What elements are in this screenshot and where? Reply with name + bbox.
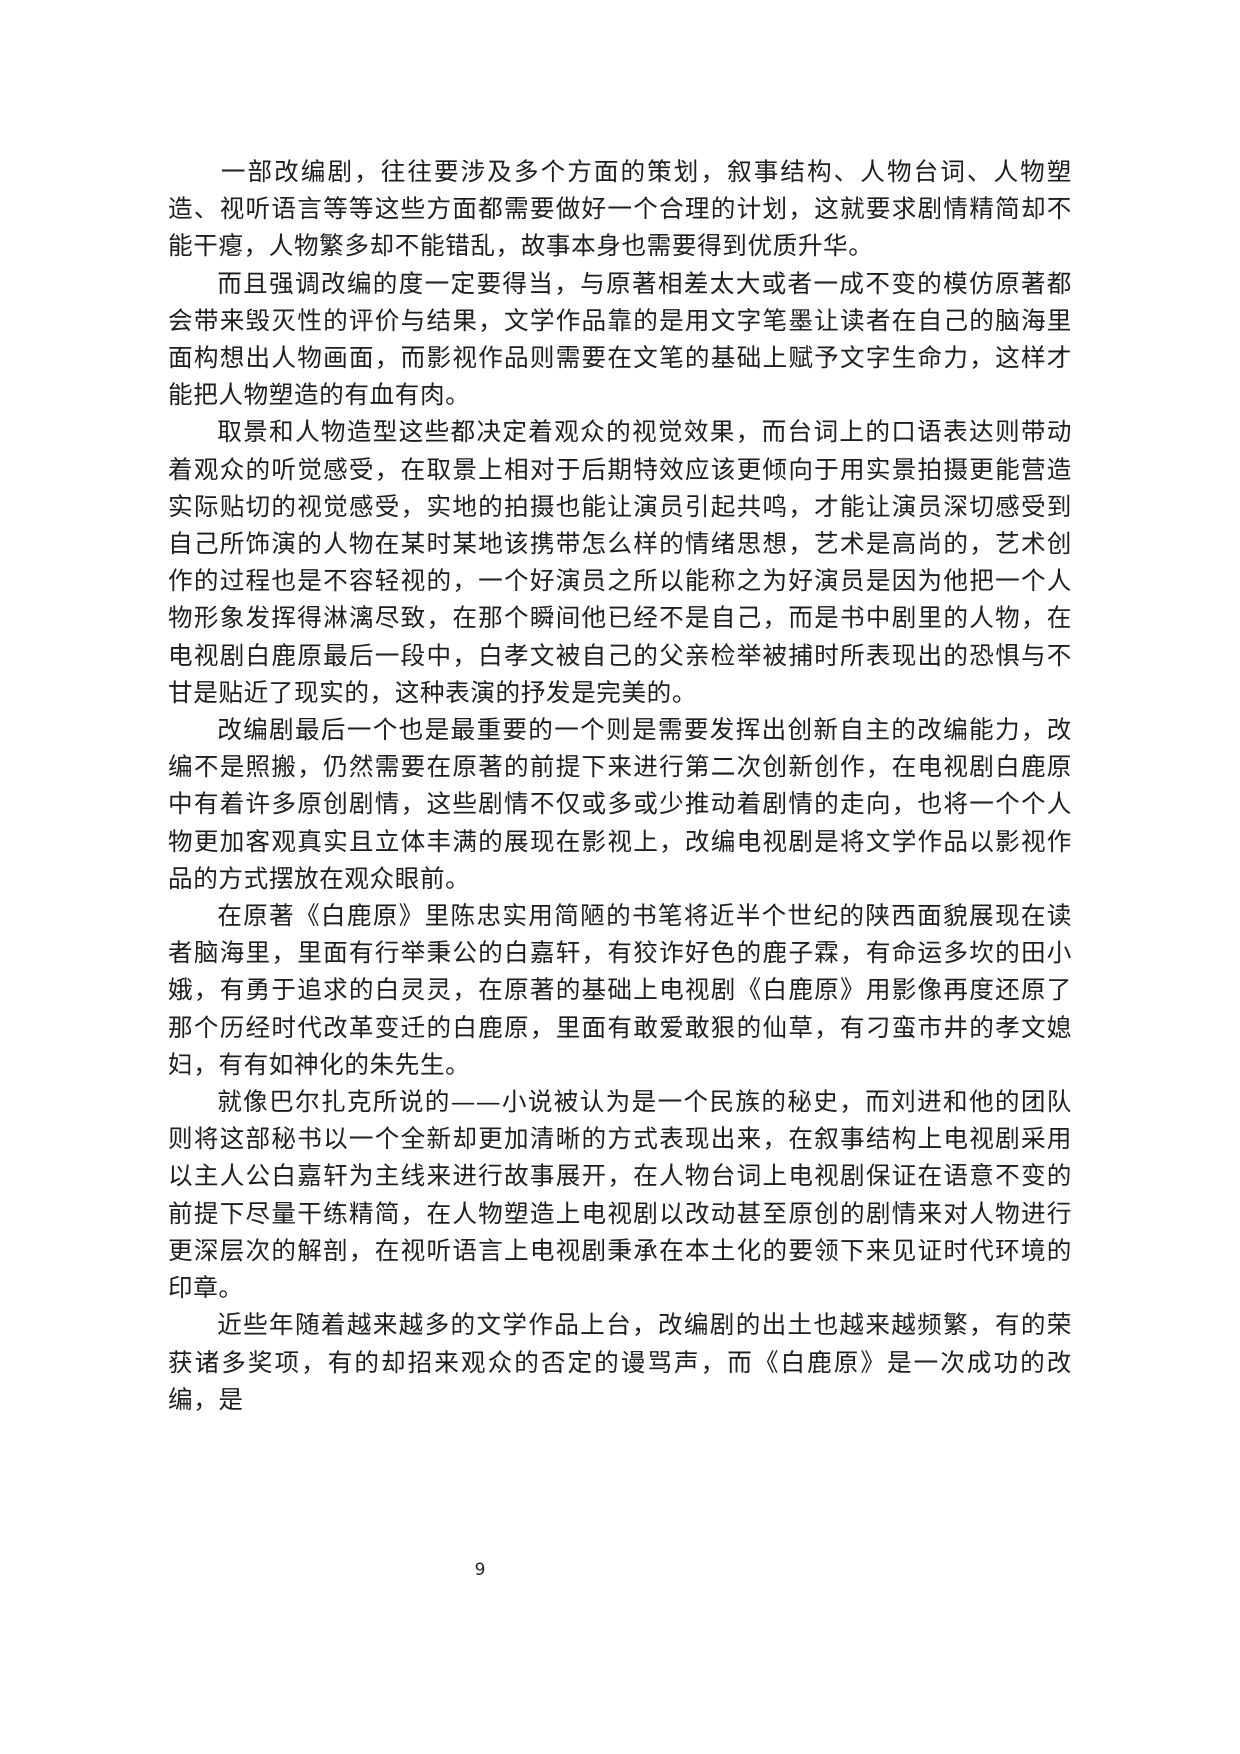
paragraph-1: 一部改编剧，往往要涉及多个方面的策划，叙事结构、人物台词、人物塑造、视听语言等等… bbox=[168, 157, 1072, 261]
page-number: 9 bbox=[474, 1560, 486, 1580]
paragraph-2: 而且强调改编的度一定要得当，与原著相差太大或者一成不变的模仿原著都会带来毁灭性的… bbox=[168, 268, 1072, 410]
paragraph-4: 改编剧最后一个也是最重要的一个则是需要发挥出创新自主的改编能力，改编不是照搬，仍… bbox=[168, 715, 1072, 893]
paragraph-5: 在原著《白鹿原》里陈忠实用简陋的书笔将近半个世纪的陕西面貌展现在读者脑海里，里面… bbox=[168, 901, 1072, 1079]
paragraph-6: 就像巴尔扎克所说的——小说被认为是一个民族的秘史，而刘进和他的团队则将这部秘书以… bbox=[168, 1087, 1072, 1303]
paragraph-3: 取景和人物造型这些都决定着观众的视觉效果，而台词上的口语表达则带动着观众的听觉感… bbox=[168, 417, 1072, 707]
body-text: 一部改编剧，往往要涉及多个方面的策划，叙事结构、人物台词、人物塑造、视听语言等等… bbox=[168, 153, 1072, 1418]
paragraph-7: 近些年随着越来越多的文学作品上台，改编剧的出土也越来越频繁，有的荣获诸多奖项，有… bbox=[168, 1310, 1072, 1414]
